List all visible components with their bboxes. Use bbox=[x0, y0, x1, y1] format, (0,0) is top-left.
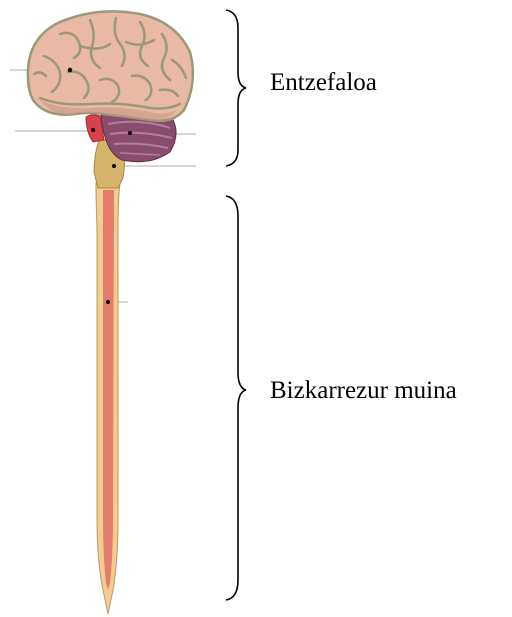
brace-encephalon bbox=[226, 10, 246, 166]
label-encephalon: Entzefaloa bbox=[270, 70, 377, 95]
marker-dot-medulla bbox=[112, 164, 116, 168]
label-spinal-cord: Bizkarrezur muina bbox=[270, 378, 457, 403]
brace-spinal-cord bbox=[226, 196, 246, 600]
marker-dot-cerebellum bbox=[128, 131, 132, 135]
cerebrum bbox=[28, 11, 193, 121]
marker-dot-spinal-cord bbox=[106, 300, 110, 304]
spinal-cord-inner bbox=[103, 190, 114, 590]
marker-dot-midbrain bbox=[91, 128, 95, 132]
spinal-cord bbox=[96, 183, 120, 614]
marker-dot-cerebrum bbox=[68, 68, 72, 72]
